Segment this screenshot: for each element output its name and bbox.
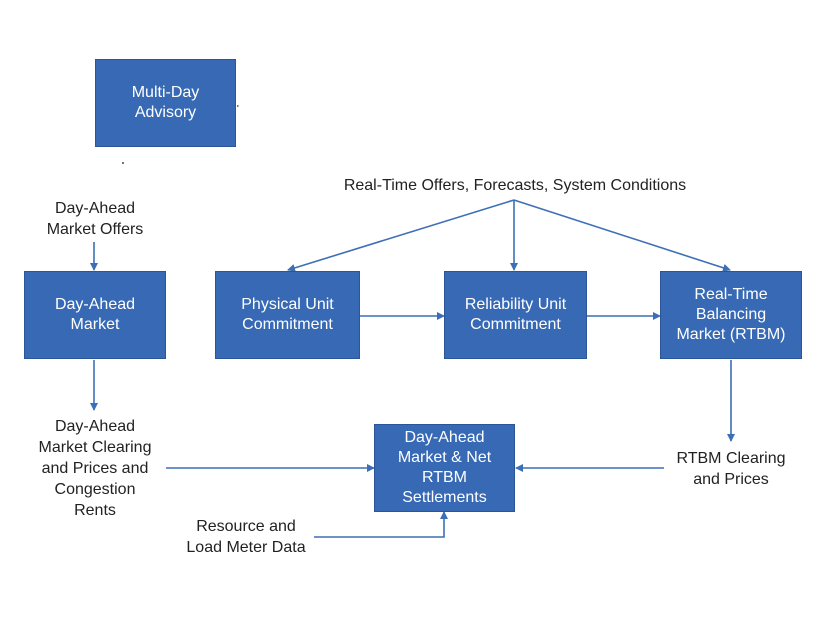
arrow-inputs-to-rtbm — [513, 199, 731, 272]
rtbm-clearing-label: RTBM Clearing and Prices — [676, 450, 786, 488]
stray-mark — [122, 162, 124, 164]
reliability-unit-commitment-box: Reliability Unit Commitment — [444, 271, 587, 359]
physical-unit-commitment-box: Physical Unit Commitment — [215, 271, 360, 359]
day-ahead-market-box: Day-Ahead Market — [24, 271, 166, 359]
arrow-inputs-to-puc — [287, 199, 515, 272]
multi-day-advisory-box: Multi-Day Advisory — [95, 59, 236, 147]
realtime-inputs-label: Real-Time Offers, Forecasts, System Cond… — [343, 177, 687, 194]
stray-mark — [237, 105, 239, 107]
real-time-balancing-market-box: Real-Time Balancing Market (RTBM) — [660, 271, 802, 359]
settlements-box: Day-Ahead Market & Net RTBM Settlements — [374, 424, 515, 512]
day-ahead-clearing-label: Day-Ahead Market Clearing and Prices and… — [38, 418, 152, 519]
arrow-meter-to-settlements — [314, 511, 448, 538]
day-ahead-offers-label: Day-Ahead Market Offers — [46, 200, 144, 238]
meter-data-label: Resource and Load Meter Data — [186, 518, 306, 556]
